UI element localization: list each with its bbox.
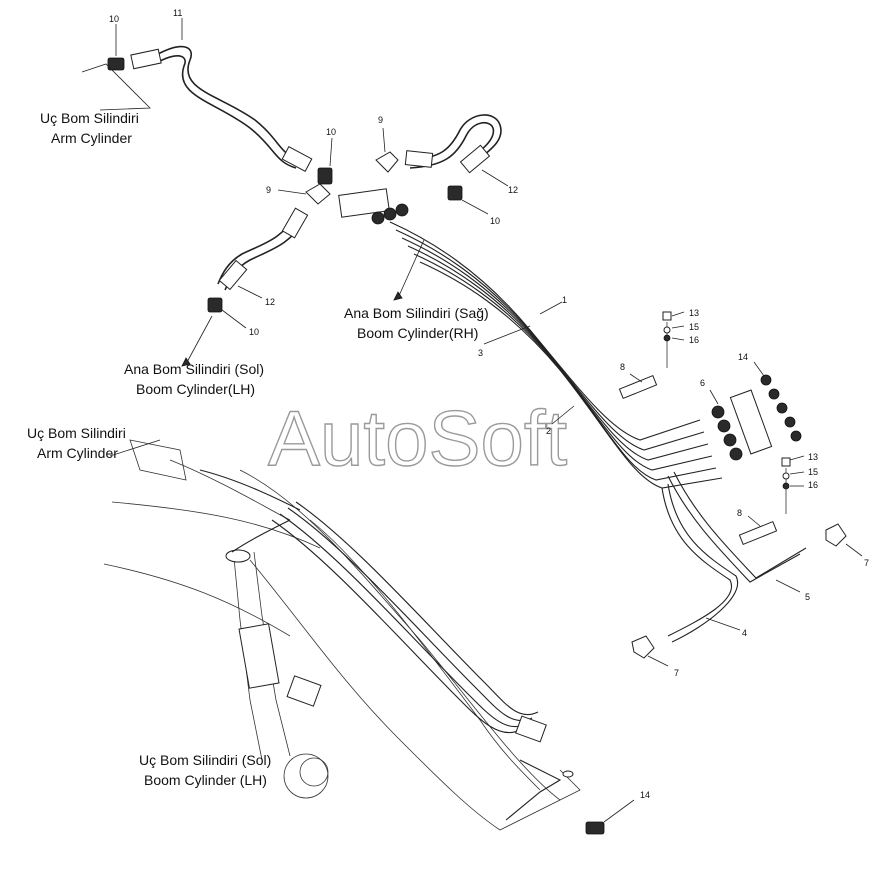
part-number: 12 (265, 297, 275, 307)
part-number: 1 (562, 295, 567, 305)
part-number: 10 (249, 327, 259, 337)
part-number: 9 (378, 115, 383, 125)
part-number: 16 (808, 480, 818, 490)
part-number: 11 (173, 8, 182, 18)
arm-cylinder-hose (130, 45, 313, 172)
left-boom-hose (181, 207, 309, 367)
clamp-lower (738, 455, 805, 546)
boom-structure (103, 439, 635, 835)
elbow-7-left (631, 635, 669, 667)
label-en: Boom Cylinder (LH) (144, 772, 267, 788)
label-arm-cylinder-top: Uç Bom Silindiri Arm Cylinder (40, 110, 139, 146)
watermark: AutoSoft (268, 394, 568, 482)
label-en: Boom Cylinder(RH) (357, 325, 478, 341)
junction-block (338, 188, 409, 225)
part-number: 15 (808, 467, 818, 477)
part-number: 5 (805, 592, 810, 602)
part-number: 10 (326, 127, 336, 137)
pipes-4-5 (661, 471, 807, 643)
fitting-10-top (107, 24, 125, 71)
label-tr: Ana Bom Silindiri (Sağ) (344, 305, 489, 321)
part-number: 7 (674, 668, 679, 678)
main-pipe-bundle (389, 221, 723, 489)
part-number: 10 (109, 14, 119, 24)
part-numbers: 10 11 10 9 9 12 10 12 10 1 3 2 13 15 16 … (109, 8, 869, 800)
part-number: 7 (864, 558, 869, 568)
label-tr: Ana Bom Silindiri (Sol) (124, 361, 264, 377)
part-number: 9 (266, 185, 271, 195)
label-arm-boom-cylinder-lh: Uç Bom Silindiri (Sol) Boom Cylinder (LH… (139, 752, 271, 788)
right-loop-hose (404, 114, 509, 215)
label-tr: Uç Bom Silindiri (Sol) (139, 752, 271, 768)
part-number: 13 (808, 452, 818, 462)
fitting-group-6 (709, 389, 743, 461)
part-number: 14 (640, 790, 650, 800)
label-tr: Uç Bom Silindiri (27, 425, 126, 441)
part-number: 8 (737, 508, 742, 518)
part-number: 3 (478, 348, 483, 358)
part-number: 4 (742, 628, 747, 638)
part-number: 14 (738, 352, 748, 362)
part-number: 2 (546, 426, 551, 436)
label-en: Boom Cylinder(LH) (136, 381, 255, 397)
part-number: 8 (620, 362, 625, 372)
part-number: 16 (689, 335, 699, 345)
label-arm-cylinder-mid: Uç Bom Silindiri Arm Cylinder (27, 425, 126, 461)
elbow-7-right (825, 523, 863, 557)
label-boom-cylinder-lh: Ana Bom Silindiri (Sol) Boom Cylinder(LH… (124, 361, 264, 397)
label-en: Arm Cylinder (37, 445, 118, 461)
elbow-9-left (277, 183, 331, 205)
label-en: Arm Cylinder (51, 130, 132, 146)
fitting-10-mid (317, 137, 333, 185)
part-number: 6 (700, 378, 705, 388)
part-number: 15 (689, 322, 699, 332)
manifold-14 (729, 361, 802, 455)
label-tr: Uç Bom Silindiri (40, 110, 139, 126)
part-number: 13 (689, 308, 699, 318)
label-boom-cylinder-rh: Ana Bom Silindiri (Sağ) Boom Cylinder(RH… (344, 305, 489, 341)
part-number: 12 (508, 185, 518, 195)
elbow-9-right (375, 127, 399, 173)
part-number: 10 (490, 216, 500, 226)
clamp-upper (618, 311, 685, 400)
